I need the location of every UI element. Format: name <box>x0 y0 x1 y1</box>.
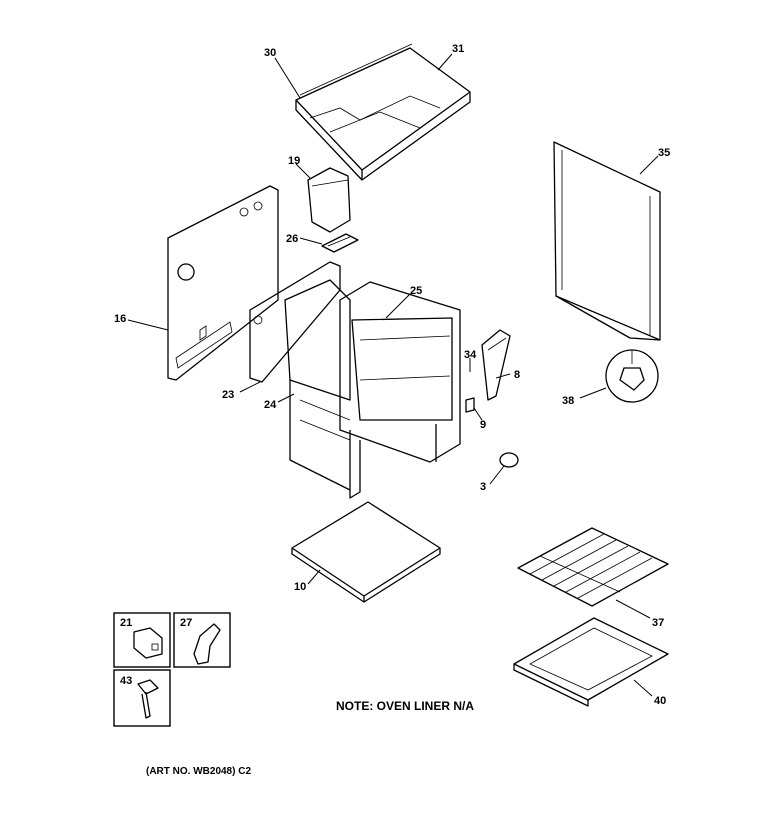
small-parts-boxes <box>113 612 231 727</box>
oven-rack-part <box>517 527 669 607</box>
box-21 <box>113 612 171 668</box>
oven-liner-note: NOTE: OVEN LINER N/A <box>336 699 474 713</box>
callout-30: 30 <box>264 47 276 59</box>
box-27 <box>173 612 231 668</box>
callout-25: 25 <box>410 285 422 297</box>
callout-21: 21 <box>120 617 132 629</box>
callout-40: 40 <box>654 695 666 707</box>
callout-8: 8 <box>514 369 520 381</box>
callout-35: 35 <box>658 147 670 159</box>
flue-duct-part <box>307 167 351 233</box>
burner-part <box>481 329 511 401</box>
grille-part <box>321 233 359 253</box>
box-43 <box>113 669 171 727</box>
callout-34: 34 <box>464 349 477 361</box>
knob-part <box>499 452 519 468</box>
callout-37: 37 <box>652 617 664 629</box>
callout-labels: 30 31 35 19 26 25 16 34 8 23 24 9 38 3 1… <box>114 43 670 707</box>
leader-lines <box>127 53 659 697</box>
oven-frame-part <box>299 281 461 499</box>
leveling-leg-part <box>605 349 659 403</box>
side-panel-part <box>249 261 341 383</box>
callout-24: 24 <box>264 399 277 411</box>
oven-body-part <box>284 279 351 491</box>
top-support-part <box>295 43 471 181</box>
callout-16: 16 <box>114 313 126 325</box>
callout-9: 9 <box>480 419 486 431</box>
callout-31: 31 <box>452 43 464 55</box>
broiler-pan-part <box>513 617 669 707</box>
callout-10: 10 <box>294 581 306 593</box>
bracket-part <box>465 397 475 413</box>
door-panel-part <box>553 141 661 341</box>
callout-27: 27 <box>180 617 192 629</box>
art-number: (ART NO. WB2048) C2 <box>146 766 251 777</box>
callout-26: 26 <box>286 233 298 245</box>
callout-23: 23 <box>222 389 234 401</box>
callout-3: 3 <box>480 481 486 493</box>
back-panel-part <box>167 185 279 381</box>
callout-38: 38 <box>562 395 574 407</box>
callout-19: 19 <box>288 155 300 167</box>
drawer-bottom-part <box>291 501 441 603</box>
callout-43: 43 <box>120 675 132 687</box>
